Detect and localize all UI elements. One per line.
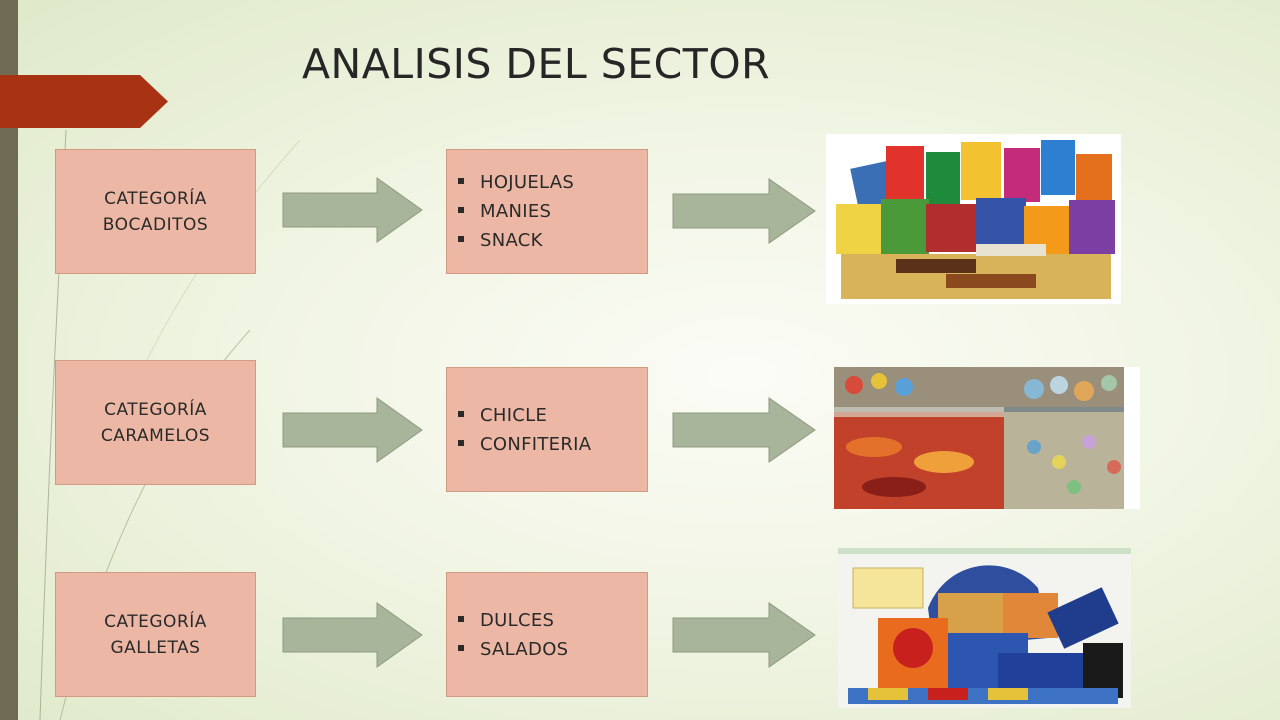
list-item: CHICLE bbox=[458, 401, 591, 430]
list-item: SALADOS bbox=[458, 635, 568, 664]
list-item: HOJUELAS bbox=[458, 168, 574, 197]
category-label-line1: CATEGORÍA bbox=[104, 399, 207, 420]
category-label-line1: CATEGORÍA bbox=[104, 188, 207, 209]
items-box-caramelos: CHICLE CONFITERIA bbox=[446, 367, 648, 492]
bullet-icon bbox=[458, 615, 464, 622]
category-label-line2: BOCADITOS bbox=[102, 214, 209, 235]
bullet-icon bbox=[458, 236, 464, 242]
arrow-right-icon bbox=[672, 397, 816, 463]
items-box-bocaditos: HOJUELAS MANIES SNACK bbox=[446, 149, 648, 274]
arrow-right-icon bbox=[672, 602, 816, 668]
arrow-right-icon bbox=[282, 177, 423, 243]
bullet-icon bbox=[458, 439, 464, 446]
category-box-galletas: CATEGORÍA GALLETAS bbox=[55, 572, 256, 697]
left-accent-bar bbox=[0, 0, 18, 720]
list-item: MANIES bbox=[458, 197, 574, 226]
candy-bins-photo bbox=[834, 367, 1140, 509]
list-item: DULCES bbox=[458, 606, 568, 635]
bullet-icon bbox=[458, 207, 464, 213]
arrow-right-icon bbox=[672, 178, 816, 244]
category-label-line1: CATEGORÍA bbox=[104, 611, 207, 632]
bullet-icon bbox=[458, 410, 464, 417]
arrow-right-icon bbox=[282, 397, 423, 463]
snack-bags-photo bbox=[826, 134, 1121, 304]
category-box-caramelos: CATEGORÍA CARAMELOS bbox=[55, 360, 256, 485]
page-title: ANALISIS DEL SECTOR bbox=[302, 40, 771, 88]
arrow-right-icon bbox=[282, 602, 423, 668]
category-label-line2: CARAMELOS bbox=[100, 425, 211, 446]
items-box-galletas: DULCES SALADOS bbox=[446, 572, 648, 697]
list-item: CONFITERIA bbox=[458, 430, 591, 459]
category-label-line2: GALLETAS bbox=[110, 637, 201, 658]
cookie-boxes-photo bbox=[838, 548, 1131, 708]
list-item: SNACK bbox=[458, 226, 574, 255]
bullet-icon bbox=[458, 644, 464, 651]
bullet-icon bbox=[458, 178, 464, 184]
title-accent-tab bbox=[0, 75, 168, 128]
category-box-bocaditos: CATEGORÍA BOCADITOS bbox=[55, 149, 256, 274]
